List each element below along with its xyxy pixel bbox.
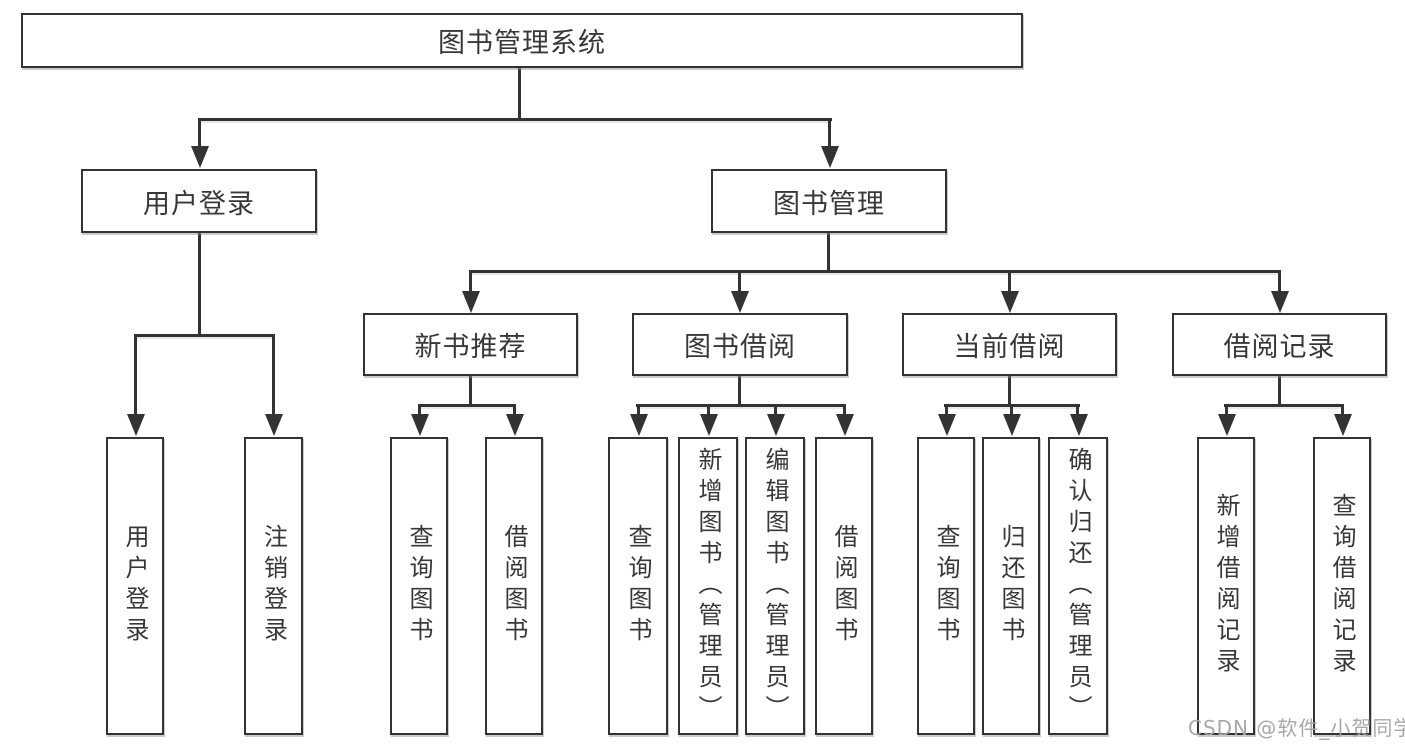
connector-stem — [1278, 270, 1281, 294]
connector-stem — [418, 404, 421, 416]
connector-stem — [1008, 376, 1011, 406]
leaf-logout: 注销登录 — [244, 437, 303, 735]
connector-stem — [774, 404, 777, 416]
connector-stem — [1225, 404, 1228, 416]
node-current-borrowing: 当前借阅 — [902, 313, 1117, 376]
connector-rail — [418, 404, 516, 407]
arrowhead — [191, 146, 209, 168]
arrowhead — [821, 146, 839, 168]
connector-stem — [134, 334, 137, 416]
leaf-query-borrow-record: 查询借阅记录 — [1313, 437, 1371, 735]
arrowhead — [938, 414, 956, 436]
node-book-management: 图书管理 — [711, 169, 947, 233]
arrowhead — [265, 414, 283, 436]
node-book-borrowing: 图书借阅 — [632, 313, 848, 376]
connector-stem — [707, 404, 710, 416]
connector-root-stem — [518, 68, 521, 120]
arrowhead — [1003, 414, 1021, 436]
arrowhead — [127, 414, 145, 436]
connector-stem — [843, 404, 846, 416]
leaf-query-books-newbooks: 查询图书 — [390, 437, 448, 735]
connector-level1-rail — [198, 118, 832, 121]
leaf-add-borrow-record: 新增借阅记录 — [1197, 437, 1255, 735]
connector-stem — [828, 118, 831, 148]
connector-stem — [1010, 404, 1013, 416]
leaf-borrow-books-borrow: 借阅图书 — [815, 437, 873, 735]
connector-stem — [827, 233, 830, 272]
leaf-query-books-borrow: 查询图书 — [608, 437, 668, 735]
leaf-borrow-books-newbooks: 借阅图书 — [485, 437, 543, 735]
connector-rail — [636, 404, 846, 407]
arrowhead — [767, 414, 785, 436]
connector-stem — [272, 334, 275, 416]
arrowhead — [836, 414, 854, 436]
leaf-user-login: 用户登录 — [106, 437, 164, 735]
connector-stem — [637, 404, 640, 416]
connector-stem — [469, 376, 472, 406]
connector-rail — [134, 334, 275, 337]
node-root: 图书管理系统 — [21, 13, 1023, 68]
leaf-confirm-return-admin: 确认归还（管理员） — [1048, 437, 1108, 735]
connector-stem — [198, 118, 201, 148]
connector-stem — [1341, 404, 1344, 416]
connector-stem — [513, 404, 516, 416]
connector-stem — [469, 270, 472, 294]
node-user-login: 用户登录 — [81, 169, 317, 233]
arrowhead — [1218, 414, 1236, 436]
leaf-add-books-admin: 新增图书（管理员） — [678, 437, 738, 735]
leaf-query-books-current: 查询图书 — [917, 437, 975, 735]
connector-stem — [945, 404, 948, 416]
leaf-return-books: 归还图书 — [982, 437, 1040, 735]
connector-stem — [1278, 376, 1281, 406]
node-new-book-recommendation: 新书推荐 — [363, 313, 578, 376]
connector-rail — [1224, 404, 1344, 407]
arrowhead — [1271, 291, 1289, 313]
watermark: CSDN @软件_小贺同学 — [1188, 716, 1405, 740]
node-borrowing-records: 借阅记录 — [1172, 313, 1387, 376]
arrowhead — [731, 291, 749, 313]
connector-stem — [1076, 404, 1079, 416]
arrowhead — [506, 414, 524, 436]
arrowhead — [1001, 291, 1019, 313]
connector-level2-rail — [469, 270, 1281, 273]
arrowhead — [1070, 414, 1088, 436]
arrowhead — [700, 414, 718, 436]
arrowhead — [411, 414, 429, 436]
arrowhead — [630, 414, 648, 436]
connector-stem — [738, 270, 741, 294]
arrowhead — [1334, 414, 1352, 436]
leaf-edit-books-admin: 编辑图书（管理员） — [745, 437, 805, 735]
connector-stem — [198, 233, 201, 336]
connector-stem — [738, 376, 741, 406]
arrowhead — [462, 291, 480, 313]
connector-stem — [1008, 270, 1011, 294]
